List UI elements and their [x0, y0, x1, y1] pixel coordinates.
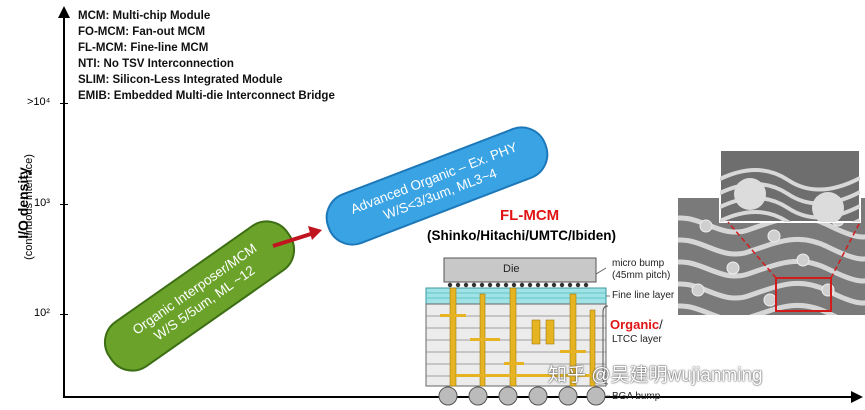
y-tick-label: 10²	[34, 307, 50, 319]
y-tick-label: 10³	[34, 197, 50, 209]
y-tick-mark	[60, 314, 68, 315]
y-tick-mark	[60, 204, 68, 205]
legend-item: NTI: No TSV Interconnection	[78, 57, 234, 70]
legend-item: FO-MCM: Fan-out MCM	[78, 25, 206, 38]
progression-arrow	[272, 226, 322, 248]
legend-item: SLIM: Silicon-Less Integrated Module	[78, 73, 283, 86]
organic-word: Organic	[610, 317, 660, 332]
micro-bump-label: micro bump	[612, 258, 665, 269]
x-axis-line	[63, 396, 853, 398]
organic-label: Organic/	[610, 317, 663, 332]
y-axis-line	[63, 16, 65, 398]
fl-mcm-title: FL-MCM	[500, 207, 560, 224]
organic-slash: /	[659, 317, 663, 332]
legend-item: MCM: Multi-chip Module	[78, 10, 211, 22]
fine-line-label: Fine line layer	[612, 290, 675, 301]
bga-bumps	[438, 386, 606, 406]
fl-mcm-suppliers: (Shinko/Hitachi/UMTC/Ibiden)	[427, 228, 616, 243]
y-tick-mark	[60, 103, 68, 104]
ltcc-label: LTCC layer	[612, 334, 662, 345]
watermark: 知乎 @吴建明wujianming	[548, 365, 763, 386]
x-axis-arrow	[851, 391, 863, 403]
via-pads	[440, 314, 596, 377]
y-axis-arrow	[58, 6, 70, 18]
legend: MCM: Multi-chip Module FO-MCM: Fan-out M…	[78, 9, 335, 104]
y-tick-label: >10⁴	[27, 96, 51, 108]
bga-label: BGA bump	[612, 391, 661, 402]
pitch-label: (45mm pitch)	[612, 270, 671, 281]
y-axis-subtitle: (continuous interface)	[23, 154, 35, 260]
die-label: Die	[503, 263, 520, 275]
micrograph-images	[678, 150, 865, 315]
zoom-highlight-box	[775, 277, 832, 312]
pill-line: Organic Interposer/MCM	[129, 240, 260, 338]
die-block	[443, 257, 597, 283]
legend-item: EMIB: Embedded Multi-die Interconnect Br…	[78, 89, 335, 102]
micro-bumps	[447, 282, 589, 288]
legend-item: FL-MCM: Fine-line MCM	[78, 41, 209, 54]
fl-mcm-cross-section	[425, 257, 610, 406]
